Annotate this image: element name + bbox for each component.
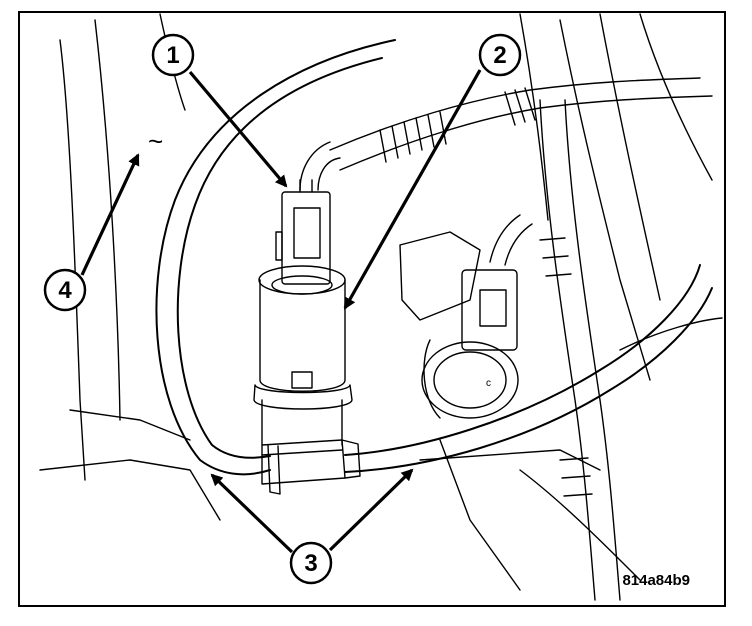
figure-code: 814a84b9 xyxy=(622,572,690,589)
callout-2: 2 xyxy=(478,33,522,77)
connector-pigtail-wire xyxy=(299,141,341,191)
hose-tee-fitting xyxy=(261,439,361,495)
washer-hoses xyxy=(155,39,713,476)
callout-1: 1 xyxy=(151,33,195,77)
body-panel-lines xyxy=(39,13,723,591)
callout-3-label: 3 xyxy=(304,550,317,577)
callout-4-label: 4 xyxy=(58,277,72,304)
leader-line-4 xyxy=(80,153,140,276)
leader-line-3a xyxy=(210,473,294,554)
leader-line-1 xyxy=(188,70,288,188)
tilde-mark: ~ xyxy=(148,126,163,156)
washer-pump xyxy=(253,265,353,446)
leader-line-3b xyxy=(328,468,414,552)
callout-3: 3 xyxy=(289,541,333,585)
callout-1-label: 1 xyxy=(166,42,179,69)
pump-electrical-connector xyxy=(275,179,331,285)
leader-line-2 xyxy=(343,69,482,310)
wiring-harness xyxy=(329,77,713,601)
callout-2-label: 2 xyxy=(493,42,506,69)
secondary-connector xyxy=(399,214,533,419)
callout-4: 4 xyxy=(43,268,87,312)
small-c-mark: c xyxy=(486,378,491,389)
